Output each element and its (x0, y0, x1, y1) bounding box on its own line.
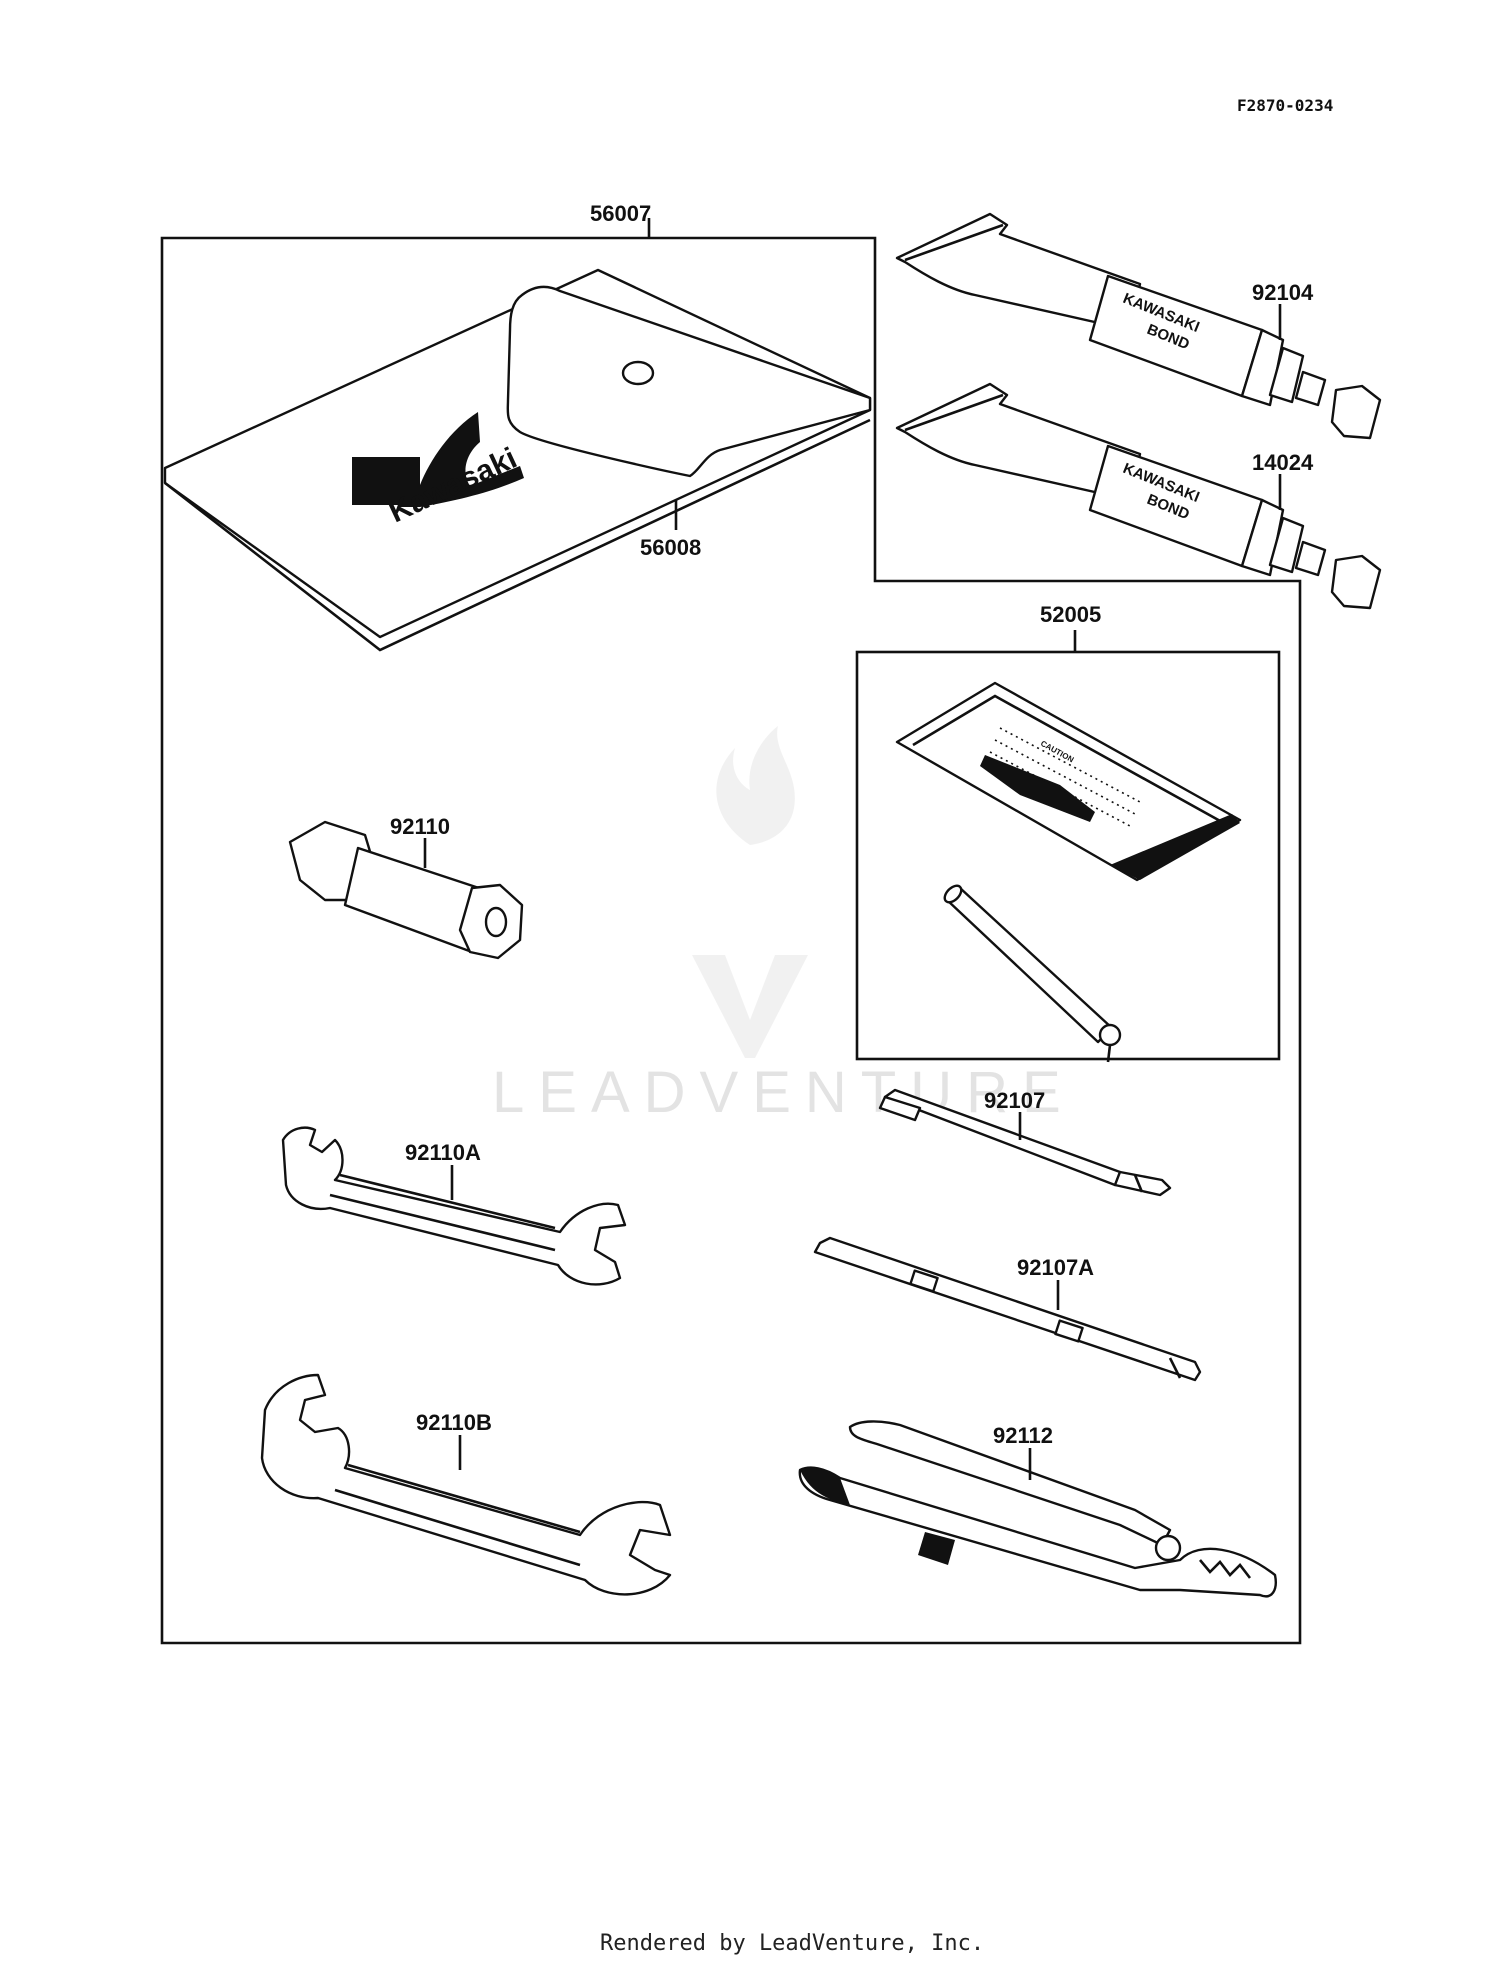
wrench-92110a-drawing (281, 1126, 627, 1286)
label-92107a: 92107A (1017, 1255, 1094, 1280)
tool-kit-outline (160, 236, 1302, 1645)
diagram-code: F2870-0234 (1237, 96, 1333, 115)
owners-manual-drawing: CAUTION (895, 681, 1242, 882)
spark-plug-wrench-drawing (288, 820, 524, 960)
watermark-text: LEADVENTURE (492, 1060, 1075, 1125)
leadventure-watermark-logo (692, 726, 808, 1058)
label-52005: 52005 (1040, 602, 1101, 627)
bond-tube-14024: KAWASAKI BOND (895, 382, 1382, 610)
screwdriver-92107-drawing (878, 1088, 1172, 1197)
label-56007: 56007 (590, 201, 651, 226)
label-92107: 92107 (984, 1088, 1045, 1113)
label-92110b: 92110B (416, 1410, 492, 1435)
screwdriver-92107a-drawing (813, 1236, 1202, 1382)
pliers-92112-drawing (798, 1420, 1277, 1598)
wrench-92110b-drawing (260, 1373, 672, 1596)
label-92104: 92104 (1252, 280, 1314, 305)
kawasaki-logo (352, 412, 524, 507)
manual-set-outline (855, 650, 1281, 1061)
tool-bag-drawing: Kawasaki (163, 268, 872, 652)
label-92110: 92110 (390, 814, 450, 839)
label-92110a: 92110A (405, 1140, 481, 1165)
label-14024: 14024 (1252, 450, 1314, 475)
footer-credit: Rendered by LeadVenture, Inc. (600, 1931, 984, 1956)
bond-tube-92104: KAWASAKI BOND (895, 212, 1382, 440)
label-56008: 56008 (640, 535, 701, 560)
spare-fuse-tube-drawing (943, 884, 1122, 1063)
label-92112: 92112 (993, 1423, 1053, 1448)
